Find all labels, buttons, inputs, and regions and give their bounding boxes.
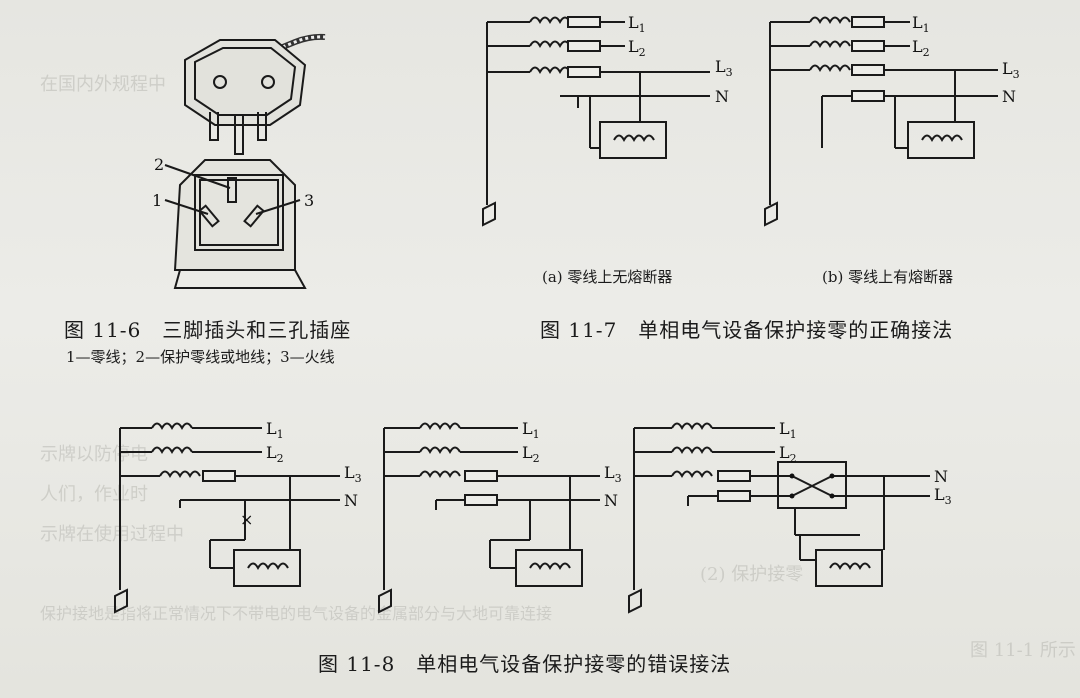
diagram-11-8-middle — [378, 422, 600, 613]
subcaption-11-7a: (a) 零线上无熔断器 — [542, 268, 673, 286]
svg-text:L1: L1 — [266, 419, 284, 441]
diagram-11-7b — [764, 16, 998, 226]
svg-text:L3: L3 — [715, 57, 733, 79]
switch-contact — [789, 493, 795, 499]
svg-text:L2: L2 — [912, 37, 930, 59]
svg-text:L1: L1 — [628, 13, 646, 35]
caption-11-7: 图 11-7 单相电气设备保护接零的正确接法 — [540, 318, 954, 342]
ghost-text: (2) 保护接零 — [700, 564, 804, 585]
svg-text:L2: L2 — [628, 37, 646, 59]
svg-text:N: N — [604, 491, 618, 510]
caption-11-6: 图 11-6 三脚插头和三孔插座 — [64, 318, 352, 342]
switch-contact — [829, 493, 835, 499]
break-mark: × — [240, 510, 253, 529]
ghost-text: 在国内外规程中 — [40, 74, 166, 95]
diagram-11-8-right — [628, 422, 930, 613]
switch-contact — [829, 473, 835, 479]
svg-text:L2: L2 — [266, 443, 284, 465]
ghost-text: 保护接地是指将正常情况下不带电的电气设备的金属部分与大地可靠连接 — [40, 604, 553, 623]
callout-1: 1 — [152, 191, 162, 210]
diagram-11-8-left — [114, 422, 340, 613]
svg-text:N: N — [1002, 87, 1016, 106]
ghost-text: 图 11-1 所示 — [970, 640, 1076, 661]
labels-11-7b: L1 L2 L3 N — [912, 13, 1020, 106]
svg-text:N: N — [344, 491, 358, 510]
switch-contact — [789, 473, 795, 479]
diagram-11-7a — [482, 16, 710, 226]
svg-text:L1: L1 — [912, 13, 930, 35]
svg-text:L1: L1 — [522, 419, 540, 441]
ghost-text: 示牌在使用过程中 — [40, 524, 184, 545]
callout-2: 2 — [154, 155, 164, 174]
labels-11-8-middle: L1 L2 L3 N — [522, 419, 622, 510]
svg-text:L3: L3 — [604, 463, 622, 485]
caption-11-8: 图 11-8 单相电气设备保护接零的错误接法 — [318, 652, 732, 676]
svg-text:N: N — [934, 467, 948, 486]
legend-11-6: 1—零线；2—保护零线或地线；3—火线 — [66, 348, 335, 366]
svg-text:L2: L2 — [522, 443, 540, 465]
labels-11-8-left: L1 L2 L3 N — [266, 419, 362, 510]
callout-3: 3 — [304, 191, 314, 210]
svg-text:L1: L1 — [779, 419, 797, 441]
subcaption-11-7b: (b) 零线上有熔断器 — [822, 268, 954, 286]
labels-11-7a: L1 L2 L3 N — [628, 13, 733, 106]
svg-text:L2: L2 — [779, 443, 797, 465]
svg-text:L3: L3 — [344, 463, 362, 485]
svg-text:L3: L3 — [934, 485, 952, 507]
svg-text:L3: L3 — [1002, 59, 1020, 81]
plug-socket-illustration — [164, 33, 326, 289]
svg-text:N: N — [715, 87, 729, 106]
